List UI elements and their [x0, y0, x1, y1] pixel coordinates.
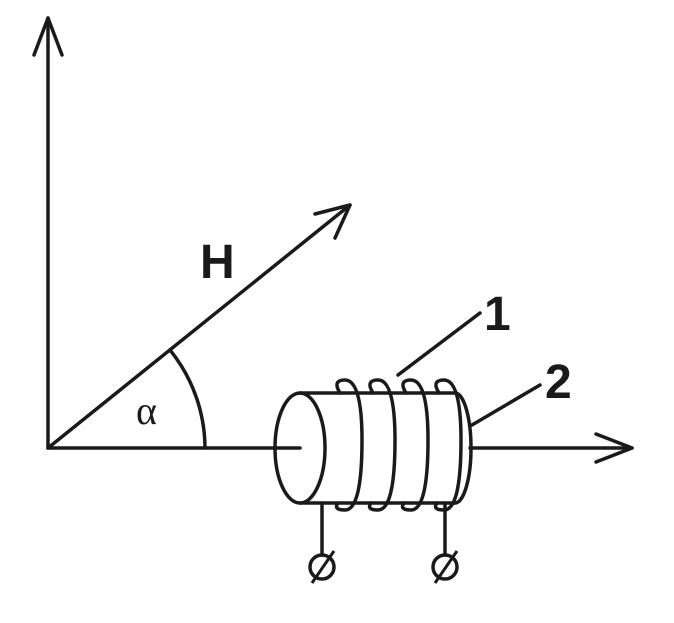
coil-core [273, 391, 473, 505]
coil-winding [334, 378, 463, 512]
field-vector-h [46, 203, 352, 450]
terminal-left [308, 501, 336, 584]
coil-winding-label: 1 [484, 288, 511, 341]
horizontal-axis [46, 432, 634, 464]
core-label: 2 [545, 356, 572, 409]
leader-line-2 [470, 383, 542, 427]
leader-line-1 [396, 311, 482, 377]
vertical-axis [32, 16, 64, 450]
field-label: H [200, 236, 235, 289]
angle-arc [168, 348, 207, 450]
angle-label: α [136, 388, 157, 433]
terminal-right [431, 501, 459, 584]
